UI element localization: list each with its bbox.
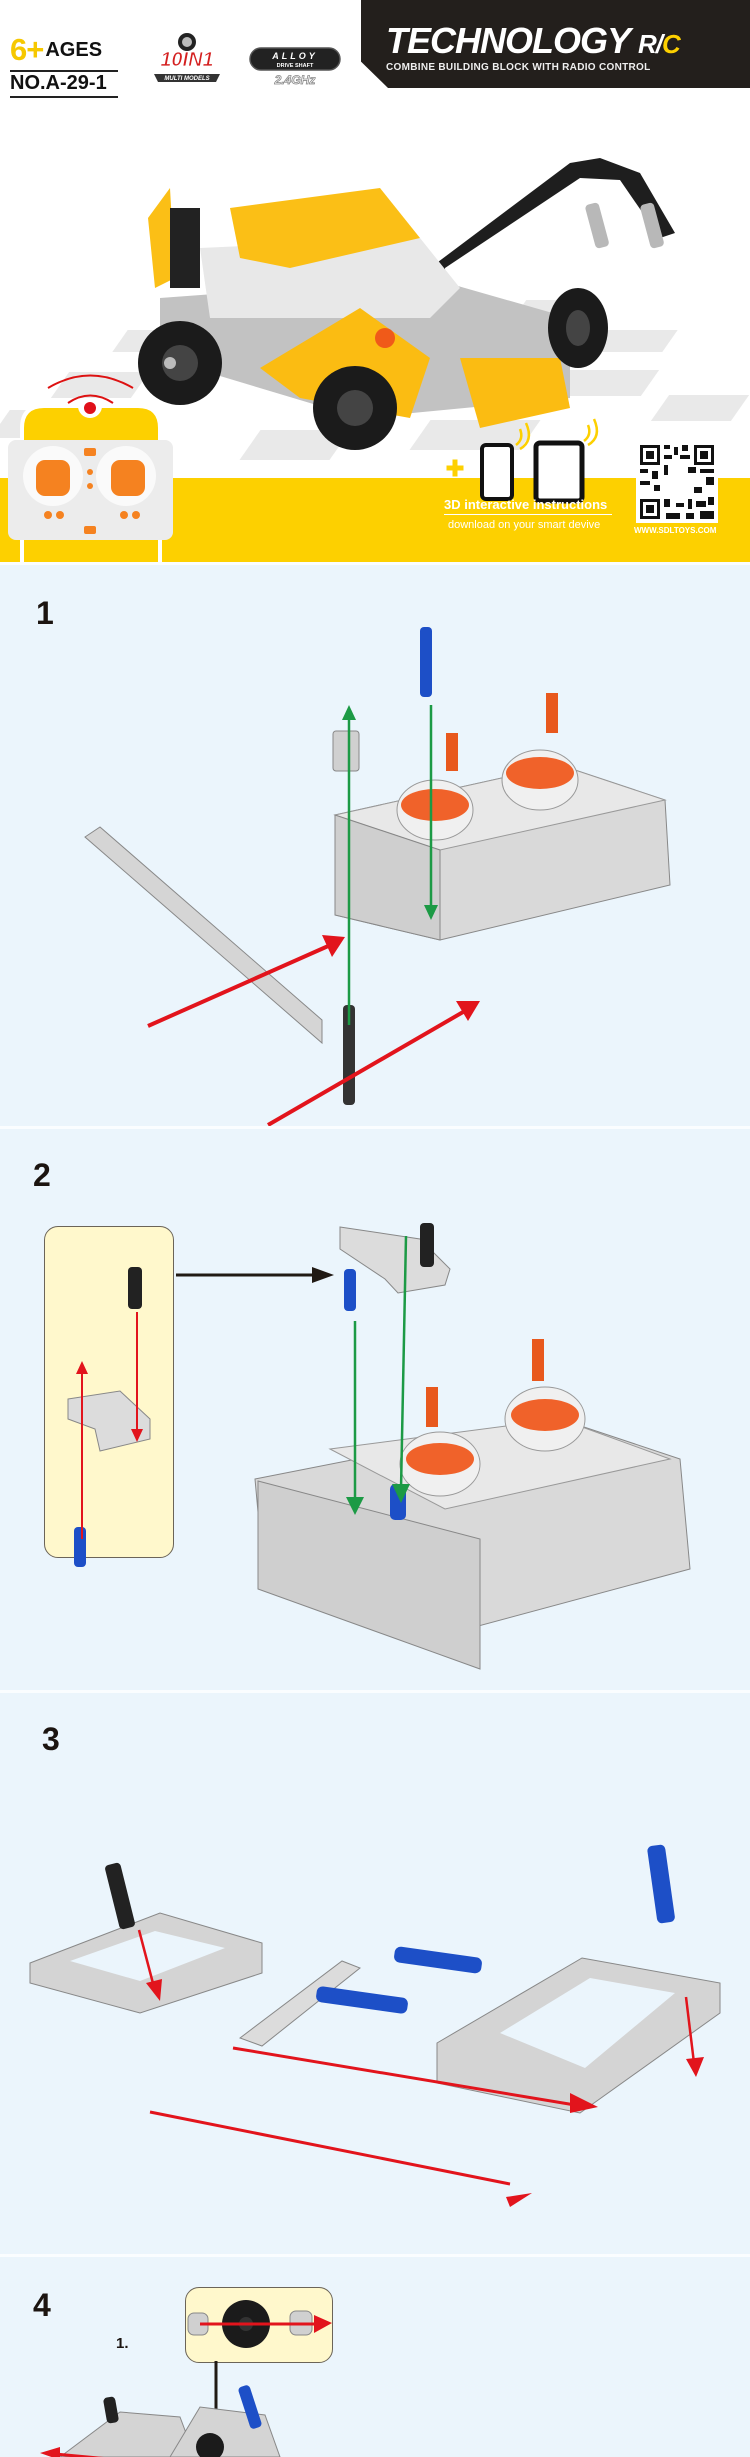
cover-header: 6+AGES NO.A-29-1 10IN1 MULTI MODELS ALLO…	[0, 0, 750, 562]
step-number: 4	[33, 2287, 51, 2323]
step-4-diagram	[40, 2300, 332, 2457]
age-rating: 6+AGES	[10, 32, 102, 68]
arrow-green	[399, 1235, 408, 1490]
arrow-red	[684, 1996, 696, 2064]
alloy-badge-icon: ALLOY DRIVE SHAFT 2.4GHz	[249, 47, 341, 87]
step-3-diagram	[29, 1844, 721, 2207]
sub-assembly-callout	[44, 1226, 174, 1558]
qr-code-icon[interactable]	[636, 441, 718, 523]
divider	[10, 96, 118, 98]
brand-suffix-c: C	[662, 29, 681, 59]
arrow-red	[137, 1929, 157, 1992]
step-number: 1	[36, 595, 54, 631]
step-number: 2	[33, 1157, 51, 1193]
product-image	[138, 158, 675, 450]
step-4: 4 1.	[0, 2254, 750, 2457]
arrow-red	[149, 2110, 511, 2186]
step-2: 2	[0, 1126, 750, 1691]
divider	[444, 514, 612, 515]
remote-control-image	[8, 374, 173, 562]
badge-frequency: 2.4GHz	[274, 73, 316, 87]
brand-title-text: TECHNOLOGY	[386, 20, 631, 61]
brand-tagline: COMBINE BUILDING BLOCK WITH RADIO CONTRO…	[386, 62, 651, 73]
badge-alloy-title: ALLOY	[271, 51, 318, 61]
step-3: 3	[0, 1690, 750, 2255]
smart-devices-icon	[445, 418, 599, 504]
brand-banner	[361, 0, 750, 88]
substep-number: 1.	[116, 2335, 129, 2352]
divider	[10, 70, 118, 72]
badge-10in1-title: 10IN1	[160, 49, 213, 71]
model-number: NO.A-29-1	[10, 72, 107, 94]
step-1-diagram	[84, 627, 671, 1127]
promo-title: 3D interactive instructions	[444, 497, 608, 512]
age-label: AGES	[45, 39, 103, 61]
age-number: 6+	[10, 32, 44, 67]
arrow-red	[266, 1006, 472, 1127]
step-number: 3	[42, 1721, 60, 1757]
badge-10in1-subtitle: MULTI MODELS	[164, 76, 209, 82]
website-label: WWW.SDLTOYS.COM	[634, 526, 717, 535]
arrow-red	[147, 941, 336, 1028]
10in1-badge-icon: 10IN1 MULTI MODELS	[154, 33, 220, 82]
promo-subtitle: download on your smart devive	[448, 519, 601, 531]
brand-suffix-r: R/	[638, 29, 663, 59]
step-2-diagram	[67, 1223, 691, 1670]
arrow-red	[232, 2046, 576, 2107]
badge-alloy-subtitle: DRIVE SHAFT	[277, 63, 314, 69]
step-1: 1	[0, 562, 750, 1127]
